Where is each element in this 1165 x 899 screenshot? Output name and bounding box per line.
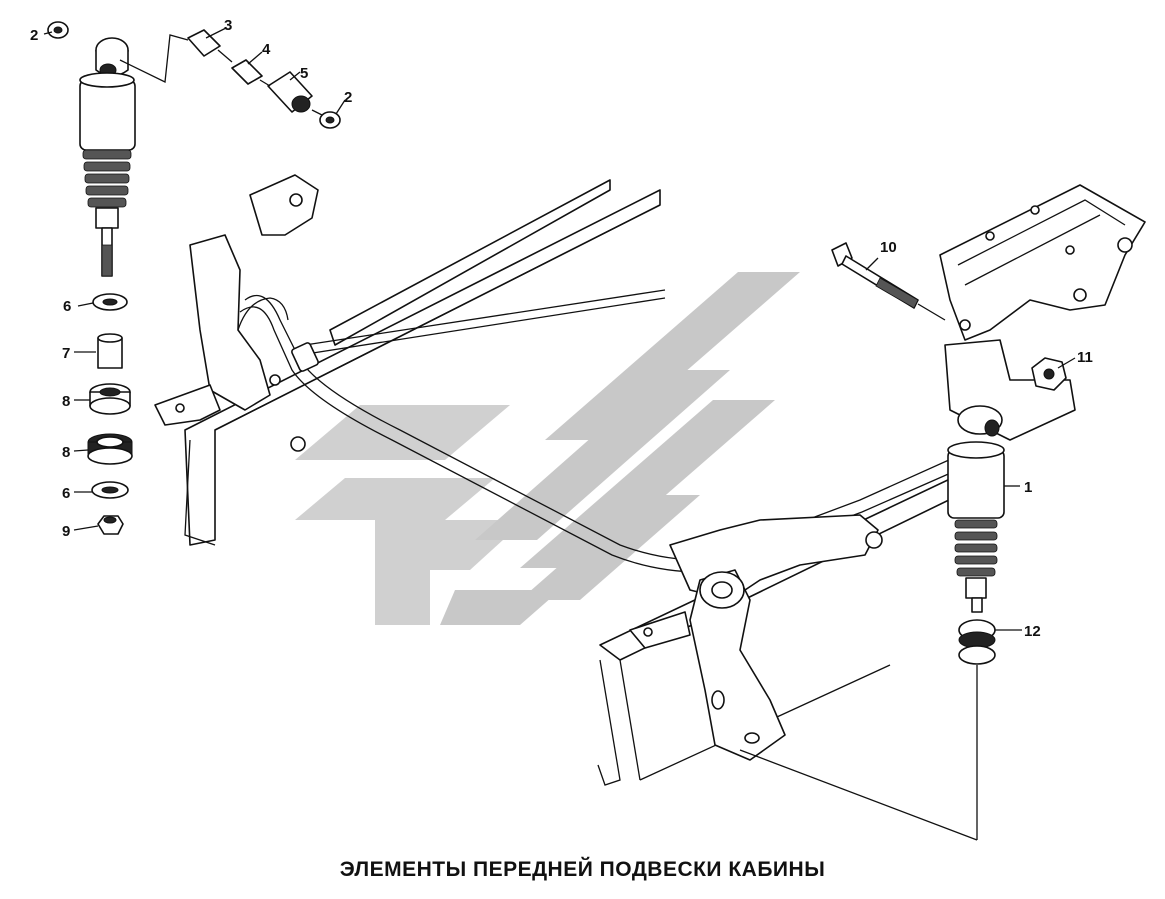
bolt-10 [831,242,946,321]
left-shock-spring [82,149,132,208]
left-shock-absorber [79,37,136,277]
callout-1: 1 [1024,479,1032,496]
cab-mount-plate [939,184,1146,441]
callout-8-upper: 8 [62,393,70,410]
callout-2-top-right: 2 [344,89,352,106]
watermark-logo [295,272,800,625]
callout-2-top-left: 2 [30,27,38,44]
callout-6-lower: 6 [62,485,70,502]
right-bracket [629,514,883,761]
callout-8-lower: 8 [62,444,70,461]
callout-labels: 2 3 4 5 2 6 7 8 8 6 9 10 11 1 12 [30,17,1093,640]
right-shock-absorber [947,405,1005,840]
callout-4: 4 [262,41,271,58]
callout-7: 7 [62,345,70,362]
leader-lines [43,27,1076,841]
right-shock-spring [954,519,998,577]
left-hardware-stack [87,293,133,535]
top-small-parts [47,21,341,129]
diagram-caption: ЭЛЕМЕНТЫ ПЕРЕДНЕЙ ПОДВЕСКИ КАБИНЫ [339,858,826,881]
callout-6-upper: 6 [63,298,71,315]
callout-12: 12 [1024,623,1041,640]
nut-11 [1031,357,1067,391]
callout-5: 5 [300,65,308,82]
callout-10: 10 [880,239,897,256]
callout-3: 3 [224,17,232,34]
left-bracket [154,174,319,452]
callout-11: 11 [1077,349,1093,366]
callout-9: 9 [62,523,70,540]
